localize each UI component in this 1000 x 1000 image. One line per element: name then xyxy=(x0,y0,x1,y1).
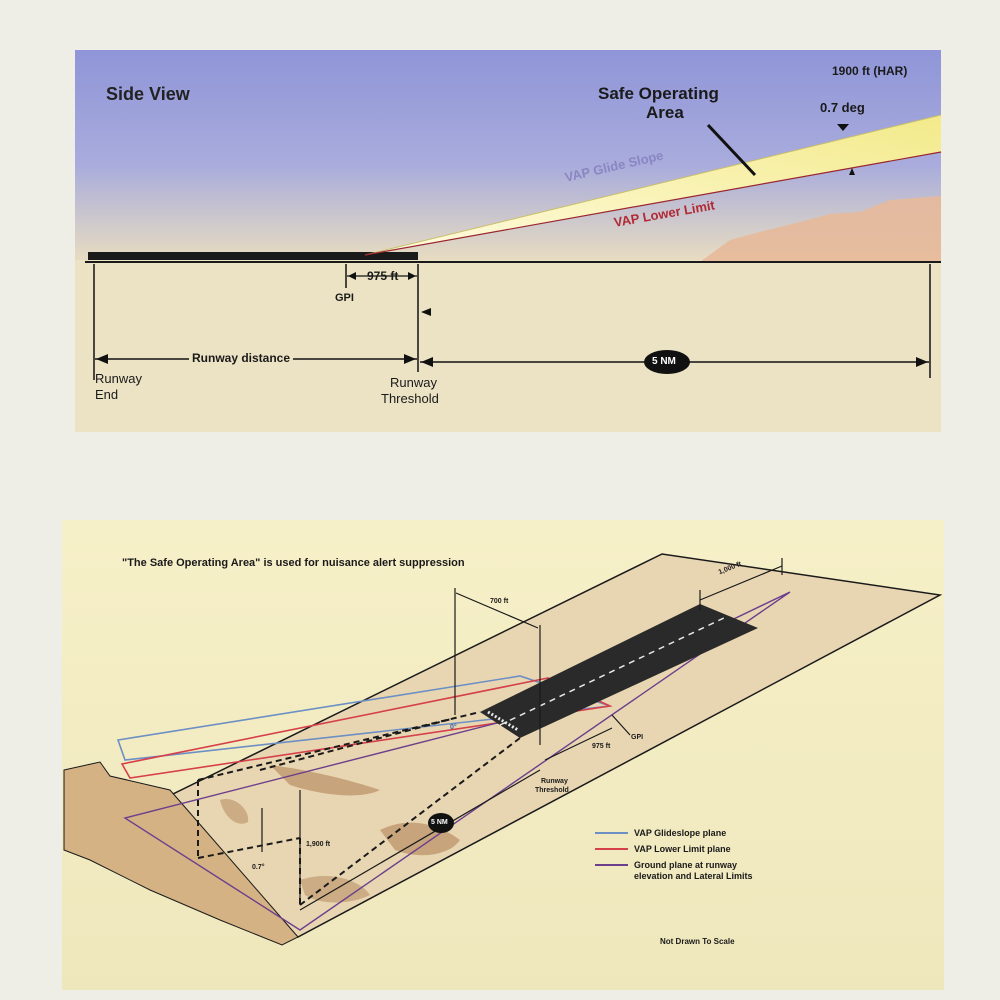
angle-label-plan: 0.7° xyxy=(252,864,265,871)
soa-label-line2: Area xyxy=(646,103,684,122)
threshold-label-plan-line2: Threshold xyxy=(535,787,569,794)
ground-lateral-limits xyxy=(123,591,791,931)
glide-slope-line xyxy=(364,114,942,256)
gpi-distance-label: 975 ft xyxy=(367,269,399,283)
threshold-label-plan-line1: Runway xyxy=(541,778,568,785)
gpi-dim-arrow-left xyxy=(348,272,356,280)
width-700-label: 700 ft xyxy=(490,598,509,605)
runway-dim-arrow-left xyxy=(96,354,108,364)
5nm-label-plan: 5 NM xyxy=(431,819,448,826)
altitude-label: 1900 ft (HAR) xyxy=(832,64,908,78)
soa-pointer xyxy=(706,123,757,177)
5nm-oval xyxy=(644,350,690,374)
threshold-label-line1: Runway xyxy=(390,375,437,390)
angle-label: 0.7 deg xyxy=(820,100,865,115)
runway-end-label-line2: End xyxy=(95,387,119,402)
runway-dim-arrow-right xyxy=(404,354,416,364)
soa-label-line1: Safe Operating xyxy=(598,84,719,103)
runway-bar xyxy=(88,252,418,260)
975-dim-line xyxy=(544,727,613,761)
terrain-patch-1 xyxy=(270,765,380,796)
5nm-label: 5 NM xyxy=(652,356,676,367)
5nm-dim-line-plan xyxy=(299,769,541,911)
threshold-small-arrow xyxy=(421,308,431,316)
gpi-label-plan: GPI xyxy=(631,734,644,741)
mountains xyxy=(700,196,941,262)
runway-threshold-marks xyxy=(487,710,519,732)
angle-arrow-top xyxy=(837,124,849,131)
legend-glideslope-label: VAP Glideslope plane xyxy=(634,828,727,838)
5nm-dim-arrow-right xyxy=(916,357,928,367)
small-angle-label: 0° xyxy=(450,724,457,731)
plan-caption: "The Safe Operating Area" is used for nu… xyxy=(122,557,465,569)
runway-centerline xyxy=(499,615,729,726)
legend-lower-limit-label: VAP Lower Limit plane xyxy=(634,844,731,854)
ground-area xyxy=(75,260,941,432)
700-dim-line xyxy=(455,592,539,629)
side-view-title: Side View xyxy=(106,84,190,104)
legend-ground-label: Ground plane at runway elevation and Lat… xyxy=(634,860,753,881)
gpi-distance-plan: 975 ft xyxy=(592,743,611,750)
lower-limit-line xyxy=(364,151,942,256)
runway-end-label-line1: Runway xyxy=(95,371,142,386)
1000-dim-line xyxy=(699,565,783,601)
terrain-patch-4 xyxy=(220,799,249,824)
angle-arrow-bottom xyxy=(849,168,855,175)
runway-surface xyxy=(480,604,758,738)
gpi-label: GPI xyxy=(335,292,354,304)
5nm-dim-arrow-left xyxy=(421,357,433,367)
5nm-oval-plan xyxy=(428,813,454,833)
threshold-label-line2: Threshold xyxy=(381,391,439,406)
gpi-dim-arrow-right xyxy=(408,272,416,280)
scale-note: Not Drawn To Scale xyxy=(660,937,735,946)
gpi-leader xyxy=(611,714,631,736)
lower-limit-plane xyxy=(120,677,613,779)
runway-distance-label: Runway distance xyxy=(189,351,294,365)
height-label: 1,900 ft xyxy=(306,841,331,848)
